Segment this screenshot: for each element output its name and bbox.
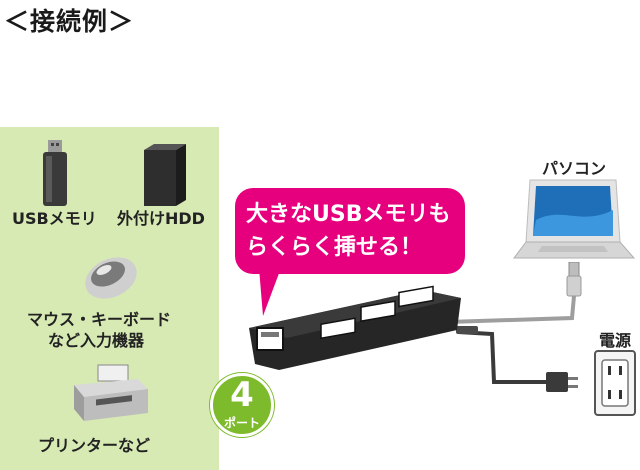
printer-label: プリンターなど [38, 436, 151, 455]
callout-line-1: 大きなUSBメモリも [246, 202, 451, 227]
page-title: ＜接続例＞ [4, 7, 135, 36]
port-count-unit: ポート [223, 416, 260, 430]
mouse-keyboard-label-2: など入力機器 [48, 331, 145, 350]
external-hdd-label: 外付けHDD [117, 209, 205, 228]
callout-line-2: らくらく挿せる！ [246, 235, 423, 260]
callout-bubble [235, 188, 465, 274]
mouse-image [85, 257, 137, 299]
mouse-keyboard-label-1: マウス・キーボード [27, 310, 172, 329]
power-label: 電源 [599, 331, 632, 350]
callout-text: 大きなUSBメモリも らくらく挿せる！ [246, 198, 458, 264]
printer-image [74, 364, 148, 421]
pc-label: パソコン [542, 159, 607, 178]
port-count-badge [210, 373, 274, 437]
usb-plug-image [566, 262, 582, 297]
usb-memory-label: USBメモリ [12, 209, 97, 228]
callout-tail [259, 268, 281, 316]
laptop-image [513, 179, 636, 259]
power-outlet-image [594, 350, 636, 416]
usb-memory-image [43, 140, 67, 206]
port-count-number: 4 [230, 375, 254, 415]
usb-hub-image [249, 285, 461, 370]
external-hdd-image [144, 144, 186, 206]
